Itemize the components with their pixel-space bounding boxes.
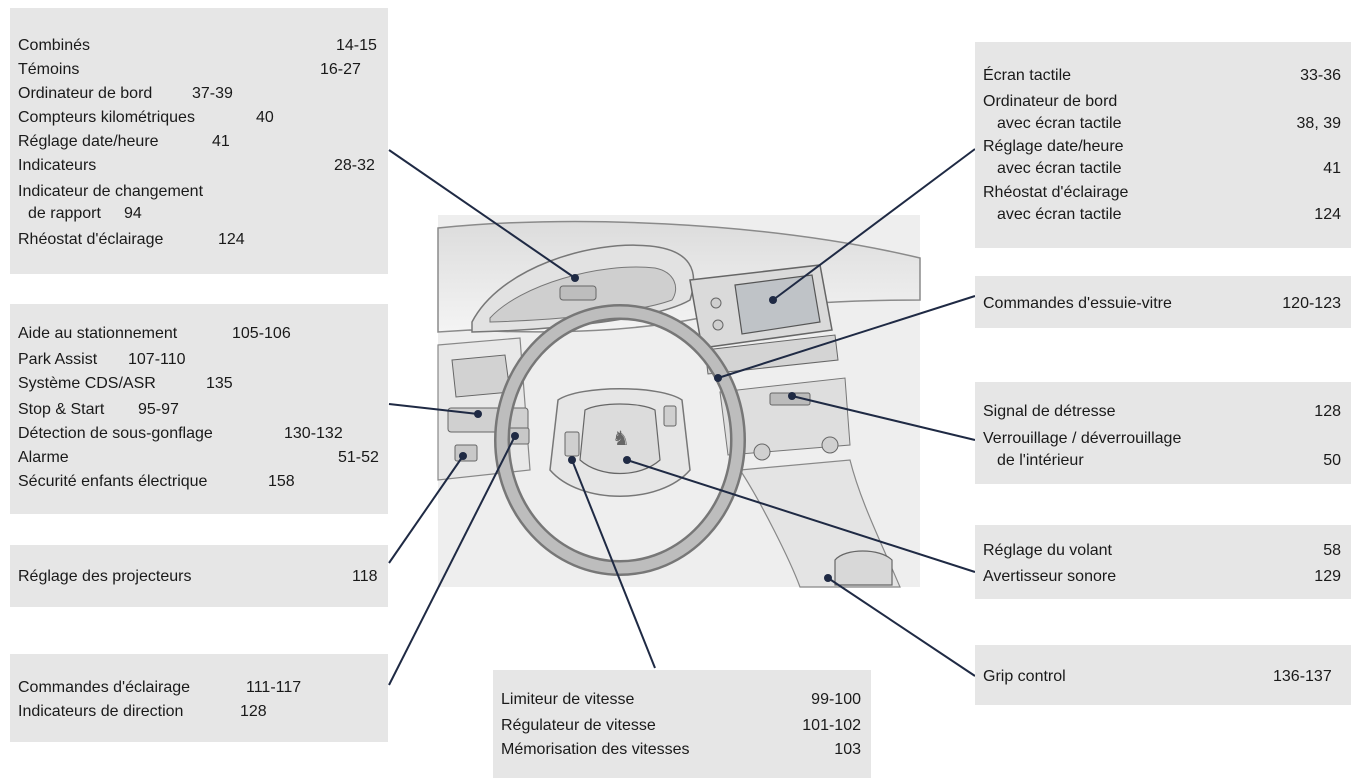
callout-touchscreen: Écran tactile 33-36 Ordinateur de bord av…: [975, 42, 1351, 248]
row-pages: 33-36: [1300, 67, 1341, 84]
row-label: Combinés: [18, 37, 91, 54]
callout-speed: Limiteur de vitesse 99-100 Régulateur de …: [493, 670, 871, 778]
row-label: Rhéostat d'éclairage: [18, 231, 164, 248]
callout-left-controls: Aide au stationnement 105-106 Park Assist…: [10, 304, 388, 514]
row-pages: 124: [218, 231, 245, 248]
row-label: Réglage date/heure: [983, 138, 1124, 155]
callout-hazard: Signal de détresse 128 Verrouillage / dév…: [975, 382, 1351, 484]
row-label: Avertisseur sonore: [983, 568, 1117, 585]
row-label: Réglage date/heure: [18, 133, 159, 150]
callout-wipers: Commandes d'essuie-vitre 120-123: [975, 276, 1351, 328]
row-label: Indicateurs de direction: [18, 703, 184, 720]
row-pages: 37-39: [192, 85, 233, 102]
row-pages: 14-15: [336, 37, 377, 54]
row-label: avec écran tactile: [997, 206, 1122, 223]
row-label: Aide au stationnement: [18, 325, 178, 342]
callout-lighting: Commandes d'éclairage 111-117 Indicateurs…: [10, 654, 388, 742]
row-pages: 103: [834, 741, 861, 758]
row-label: Régulateur de vitesse: [501, 717, 656, 734]
row-pages: 135: [206, 375, 233, 392]
row-label: Réglage du volant: [983, 542, 1112, 559]
callout-headlamps: Réglage des projecteurs 118: [10, 545, 388, 607]
row-pages: 28-32: [334, 157, 375, 174]
row-label: Témoins: [18, 61, 80, 78]
row-pages: 158: [268, 473, 295, 490]
svg-text:♞: ♞: [612, 426, 630, 450]
row-label: Ordinateur de bord: [18, 85, 153, 102]
row-pages: 136-137: [1273, 668, 1332, 685]
row-label: Commandes d'éclairage: [18, 679, 191, 696]
row-label: Mémorisation des vitesses: [501, 741, 690, 758]
row-label: Compteurs kilométriques: [18, 109, 195, 126]
row-label: avec écran tactile: [997, 160, 1122, 177]
row-pages: 105-106: [232, 325, 291, 342]
row-label: Alarme: [18, 449, 69, 466]
row-pages: 41: [212, 133, 230, 150]
row-pages: 16-27: [320, 61, 361, 78]
row-label: de l'intérieur: [997, 452, 1084, 469]
row-label: de rapport: [28, 205, 101, 222]
row-pages: 95-97: [138, 401, 179, 418]
row-label: Sécurité enfants électrique: [18, 473, 208, 490]
row-label: Écran tactile: [983, 67, 1072, 84]
row-label: Système CDS/ASR: [18, 375, 156, 392]
row-label: Indicateur de changement: [18, 183, 204, 200]
row-pages: 129: [1314, 568, 1341, 585]
row-pages: 38, 39: [1296, 115, 1341, 132]
row-label: Indicateurs: [18, 157, 97, 174]
row-label: Grip control: [983, 668, 1066, 685]
row-pages: 111-117: [246, 679, 302, 696]
row-pages: 50: [1323, 452, 1341, 469]
row-label: Rhéostat d'éclairage: [983, 184, 1129, 201]
row-pages: 51-52: [338, 449, 379, 466]
row-label: Park Assist: [18, 351, 98, 368]
row-label: Limiteur de vitesse: [501, 691, 635, 708]
row-label: Détection de sous-gonflage: [18, 425, 213, 442]
row-label: Ordinateur de bord: [983, 93, 1118, 110]
row-label: Signal de détresse: [983, 403, 1116, 420]
row-pages: 41: [1323, 160, 1341, 177]
row-label: avec écran tactile: [997, 115, 1122, 132]
row-pages: 128: [1314, 403, 1341, 420]
row-pages: 128: [240, 703, 267, 720]
row-pages: 124: [1314, 206, 1341, 223]
row-pages: 94: [124, 205, 142, 222]
row-label: Réglage des projecteurs: [18, 568, 192, 585]
callout-steering: Réglage du volant 58 Avertisseur sonore 12…: [975, 525, 1351, 599]
row-label: Commandes d'essuie-vitre: [983, 295, 1172, 312]
row-pages: 107-110: [128, 351, 186, 368]
callout-cluster: Combinés 14-15 Témoins 16-27 Ordinateur de…: [10, 8, 388, 274]
row-label: Stop & Start: [18, 401, 105, 418]
row-label: Verrouillage / déverrouillage: [983, 430, 1182, 447]
row-pages: 118: [352, 568, 378, 585]
row-pages: 99-100: [811, 691, 861, 708]
row-pages: 130-132: [284, 425, 343, 442]
callout-grip: Grip control 136-137: [975, 645, 1351, 705]
row-pages: 40: [256, 109, 274, 126]
row-pages: 120-123: [1282, 295, 1341, 312]
row-pages: 58: [1323, 542, 1341, 559]
row-pages: 101-102: [802, 717, 861, 734]
